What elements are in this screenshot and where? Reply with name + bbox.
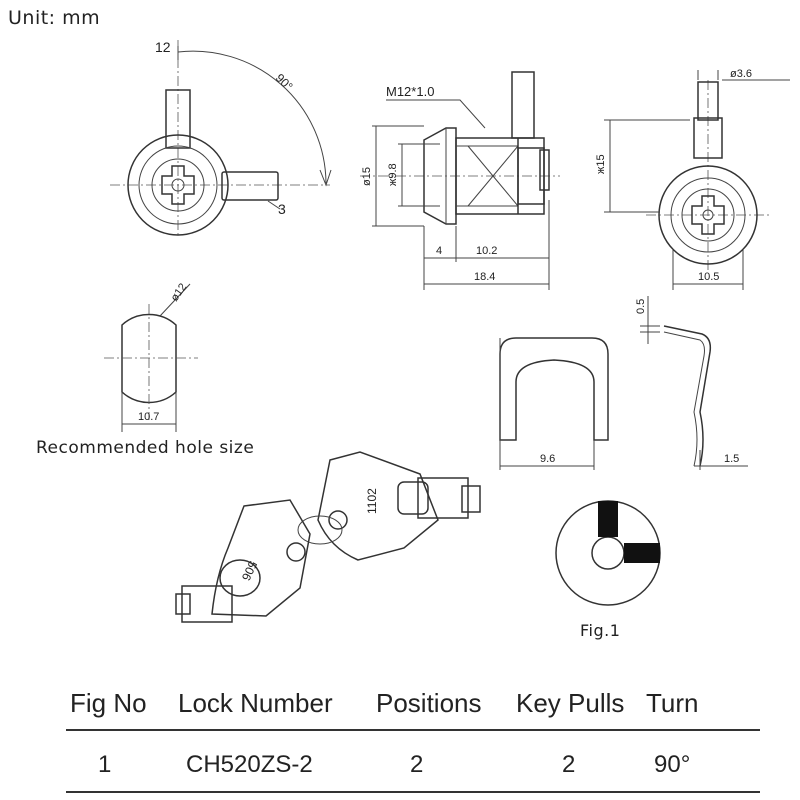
spec-table: Fig No Lock Number Positions Key Pulls T…: [66, 688, 760, 793]
dim-10-5: 10.5: [698, 271, 719, 283]
table-row: 1 CH520ZS-2 2 2 90°: [98, 751, 690, 778]
dim-d36: ø3.6: [730, 68, 752, 80]
dim-h15: ж15: [595, 154, 607, 174]
dim-clip-96: 9.6: [540, 453, 555, 465]
col-header-fig-no: Fig No: [70, 688, 147, 718]
thread-label: M12*1.0: [386, 84, 434, 99]
col-header-key-pulls: Key Pulls: [516, 688, 624, 718]
col-header-lock-number: Lock Number: [178, 688, 333, 718]
side-view: M12*1.0 ø15 ж9.8 4 10.2 18.4: [360, 71, 560, 290]
cell-turn: 90°: [654, 751, 690, 778]
dim-clip-15: 1.5: [724, 453, 739, 465]
label-12: 12: [155, 39, 171, 55]
cell-fig-no: 1: [98, 751, 111, 778]
dim-18-4: 18.4: [474, 271, 495, 283]
hole-view: ø12 10.7 Recommended hole size: [36, 281, 254, 458]
label-3: 3: [278, 201, 286, 217]
label-angle: 90°: [273, 71, 296, 94]
dim-d98: ж9.8: [387, 163, 399, 186]
fig-caption: Fig.1: [580, 621, 620, 640]
dim-hole-107: 10.7: [138, 411, 159, 423]
front-view: 12 90° 3: [110, 39, 332, 238]
cell-lock-number: CH520ZS-2: [186, 751, 313, 778]
col-header-turn: Turn: [646, 688, 699, 718]
cell-positions: 2: [410, 751, 423, 778]
dim-10-2: 10.2: [476, 245, 497, 257]
dim-clip-05: 0.5: [635, 299, 647, 314]
key-506: 506: [239, 559, 260, 583]
unit-label: Unit: mm: [8, 7, 100, 29]
rear-view: ø3.6 ж15 10.5: [595, 68, 790, 290]
cell-key-pulls: 2: [562, 751, 575, 778]
clip-view: 9.6 0.5 1.5: [499, 296, 748, 470]
hole-caption: Recommended hole size: [36, 438, 254, 458]
keys-illustration: 1102 506: [175, 451, 481, 623]
dim-d15: ø15: [361, 167, 373, 186]
fig1-symbol: Fig.1: [555, 500, 661, 640]
col-header-positions: Positions: [376, 688, 482, 718]
dim-4: 4: [436, 245, 442, 257]
dim-hole-d12: ø12: [169, 281, 190, 303]
key-1102: 1102: [365, 488, 379, 514]
